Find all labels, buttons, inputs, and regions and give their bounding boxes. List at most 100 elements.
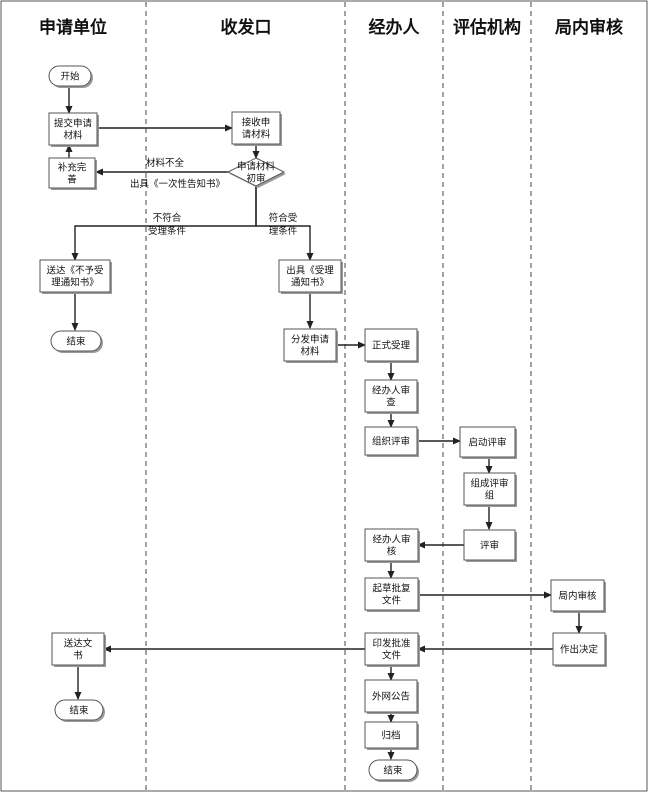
node-label: 查 — [386, 397, 396, 409]
node-shape — [463, 529, 516, 561]
node-end3: 结束 — [368, 759, 419, 782]
node-shape — [552, 632, 606, 666]
node-shape — [50, 330, 102, 352]
node-label: 材料 — [300, 346, 320, 358]
edge-label-incomplete: 材料不全 — [146, 157, 185, 169]
edge-label-one-time-notice: 出具《一次性告知书》 — [130, 178, 225, 190]
node-label: 请材料 — [242, 129, 271, 141]
node-label: 印发批准 — [372, 638, 411, 650]
node-label: 局内审核 — [558, 590, 597, 602]
node-label: 组织评审 — [372, 436, 410, 448]
node-label: 起草批复 — [372, 583, 411, 595]
node-shape — [48, 112, 98, 146]
lane-title-applicant: 申请单位 — [39, 17, 107, 38]
node-label: 善 — [67, 174, 77, 186]
node-shape — [283, 328, 337, 362]
node-shape — [48, 65, 92, 87]
lane-title-evaluator: 评估机构 — [453, 17, 521, 38]
node-label: 提交申请 — [54, 118, 93, 130]
node-label: 启动评审 — [468, 437, 506, 449]
node-label: 分发申请 — [291, 334, 330, 346]
node-archive: 归档 — [364, 721, 419, 750]
node-shape — [463, 472, 516, 506]
node-shape — [278, 259, 342, 293]
node-label: 组成评审 — [470, 478, 508, 490]
node-decide: 作出决定 — [552, 632, 607, 667]
lane-title-handler: 经办人 — [369, 17, 421, 38]
node-label: 初审 — [246, 173, 265, 185]
node-shape — [39, 259, 111, 293]
node-shape — [364, 632, 419, 666]
node-label: 理通知书》 — [51, 277, 99, 289]
node-shape — [364, 379, 418, 413]
node-label: 组 — [485, 490, 495, 502]
edge-precheck-accept — [255, 186, 314, 261]
node-label: 申请材料 — [237, 161, 276, 173]
node-shape — [364, 721, 418, 749]
node-label: 材料 — [63, 130, 83, 142]
node-label: 出具《受理 — [286, 265, 334, 277]
node-label: 接收申 — [242, 117, 271, 129]
node-label: 结束 — [69, 705, 89, 717]
lane-title-mailroom: 收发口 — [221, 17, 272, 38]
node-label: 外网公告 — [372, 691, 410, 703]
node-internal-review: 局内审核 — [550, 579, 606, 613]
node-shape — [364, 528, 419, 562]
node-formal-accept: 正式受理 — [364, 328, 419, 363]
node-label: 结束 — [66, 336, 86, 348]
lane-title-bureau: 局内审核 — [555, 17, 623, 38]
node-label: 作出决定 — [560, 644, 599, 656]
node-shape — [48, 157, 96, 189]
node-shape — [54, 699, 104, 721]
node-label: 归档 — [381, 730, 400, 742]
node-end2: 结束 — [54, 699, 105, 722]
node-label: 文件 — [382, 595, 402, 607]
node-end1: 结束 — [50, 330, 103, 353]
node-shape — [51, 632, 105, 666]
node-label: 文件 — [382, 650, 402, 662]
node-shape — [364, 328, 418, 362]
node-label: 开始 — [60, 71, 80, 83]
node-shape — [364, 426, 418, 456]
node-label: 经办人审 — [372, 385, 410, 397]
node-shape — [231, 111, 281, 145]
node-start-review: 启动评审 — [459, 426, 517, 459]
node-label: 书 — [73, 651, 83, 662]
node-start: 开始 — [48, 65, 93, 88]
node-label: 结束 — [383, 765, 403, 777]
node-shape — [459, 426, 516, 458]
node-publish: 外网公告 — [364, 679, 419, 714]
node-label: 通知书》 — [291, 277, 329, 289]
node-shape — [226, 157, 286, 187]
node-label: 核 — [387, 546, 397, 558]
node-organize-review: 组织评审 — [364, 426, 419, 457]
node-review: 评审 — [463, 529, 517, 562]
node-label: 送达文 — [64, 638, 93, 650]
node-shape — [364, 679, 418, 713]
node-shape — [550, 579, 605, 612]
node-label: 送达《不予受 — [46, 265, 103, 277]
node-label: 评审 — [480, 540, 499, 552]
node-label: 补充完 — [58, 162, 87, 174]
node-shape — [364, 577, 419, 611]
node-label: 经办人审 — [372, 534, 410, 546]
edge-label-not-eligible: 不符合受理条件 — [148, 212, 187, 237]
node-label: 正式受理 — [372, 340, 411, 352]
edge-label-eligible: 符合受理条件 — [269, 212, 298, 237]
node-shape — [368, 759, 418, 781]
